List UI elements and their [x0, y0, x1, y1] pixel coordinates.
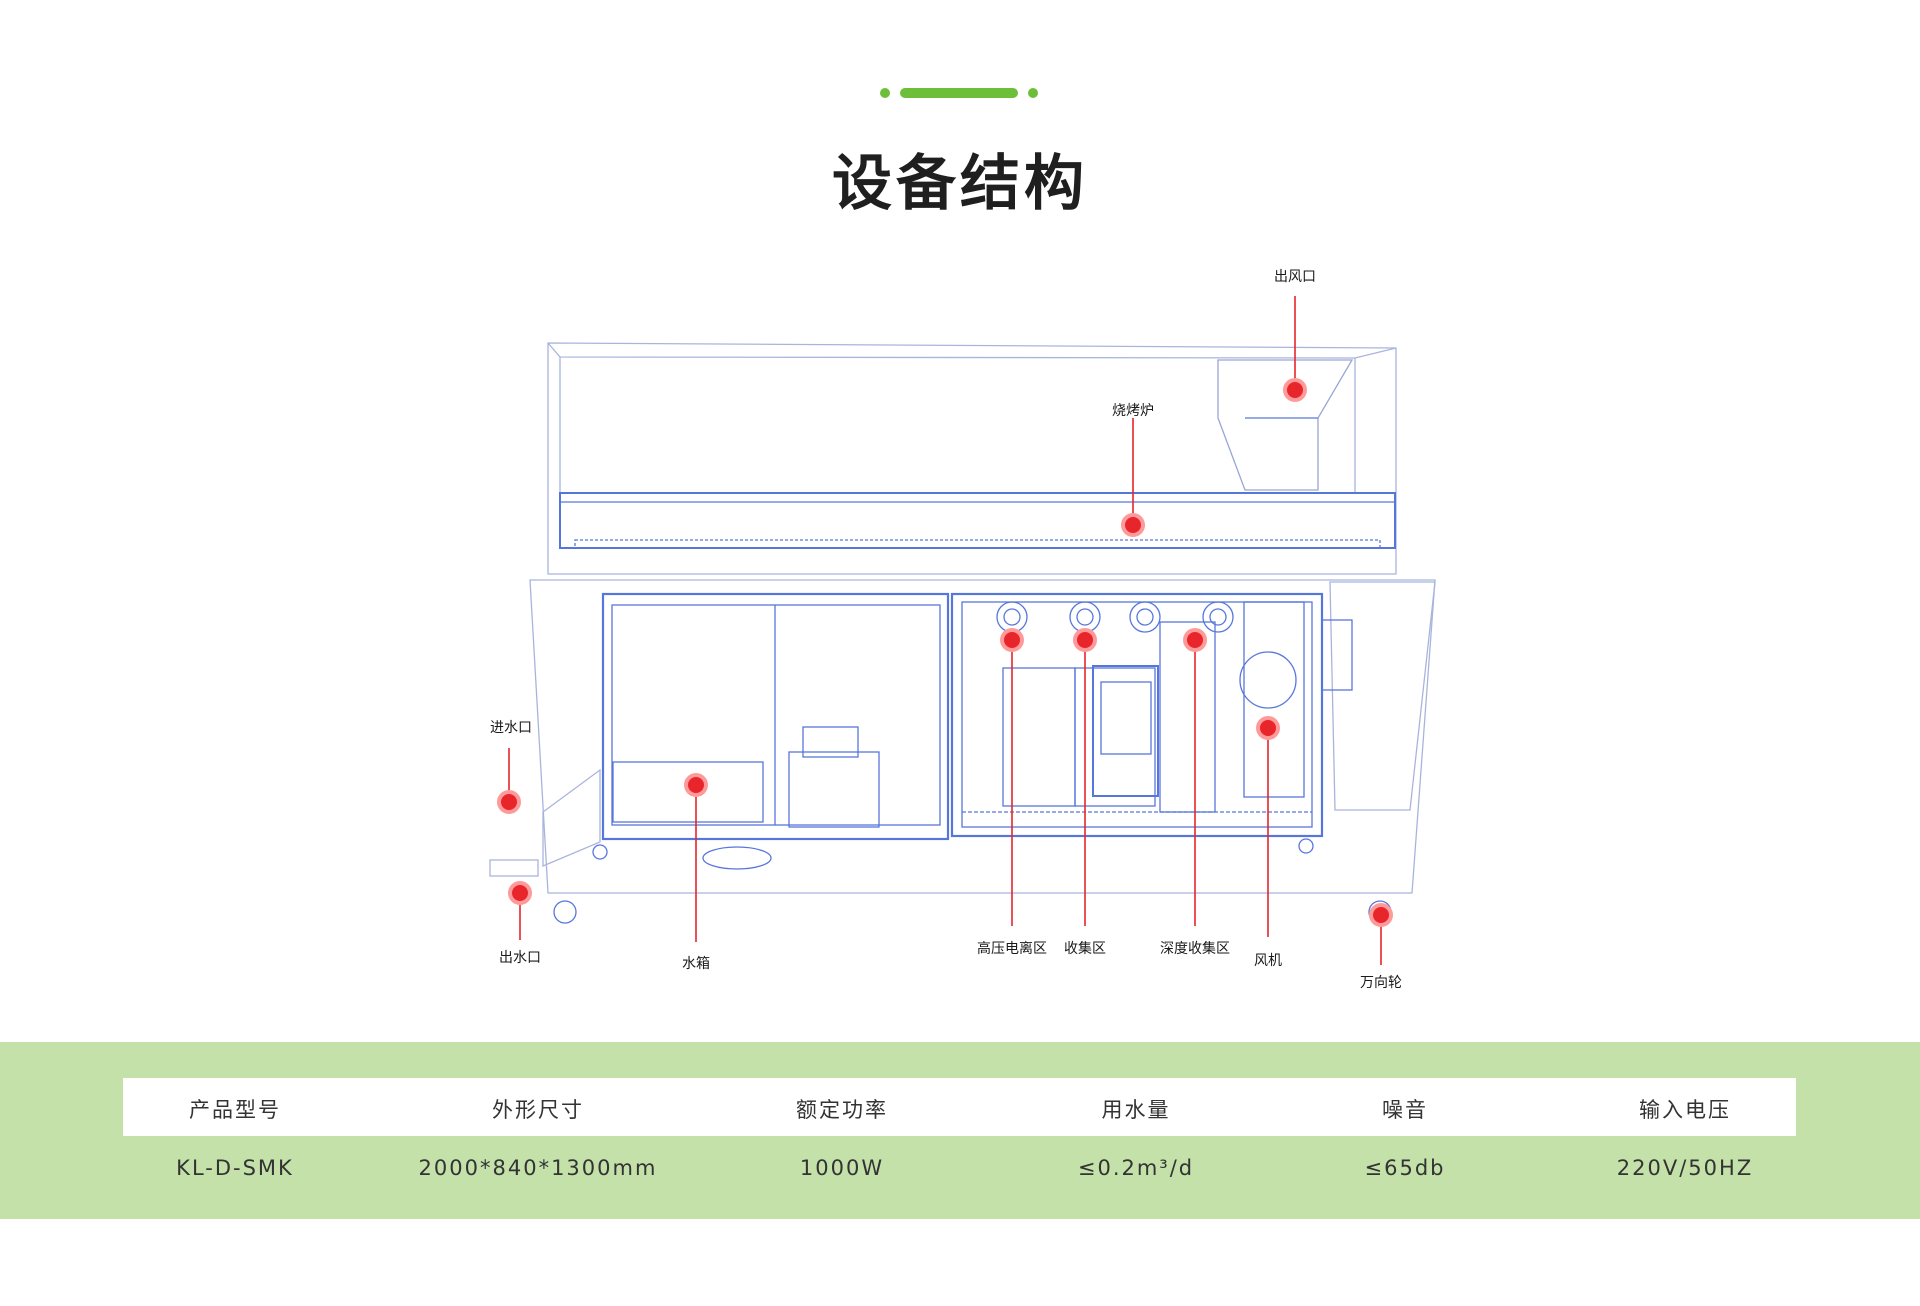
page-title: 设备结构: [832, 149, 1088, 219]
marker-collection: [1073, 628, 1097, 652]
spec-header-noise: 噪音: [1382, 1098, 1428, 1122]
spec-header-power: 额定功率: [796, 1098, 888, 1122]
spec-header-water-usage: 用水量: [1101, 1098, 1171, 1122]
spec-header-dimensions: 外形尺寸: [492, 1098, 584, 1122]
spec-value-dimensions: 2000*840*1300mm: [418, 1156, 658, 1180]
callout-hv-ionization: 高压电离区: [977, 941, 1047, 957]
callout-oven: 烧烤炉: [1112, 403, 1154, 419]
spec-value-voltage: 220V/50HZ: [1616, 1156, 1754, 1180]
spec-header-row: [123, 1078, 1796, 1136]
spec-value-water-usage: ≤0.2m³/d: [1077, 1156, 1195, 1180]
callout-air-outlet: 出风口: [1274, 269, 1316, 285]
marker-water-inlet: [497, 790, 521, 814]
machine-wireframe: [489, 342, 1436, 924]
title-decoration: [0, 88, 1920, 98]
marker-caster: [1369, 903, 1393, 927]
deco-dot-right: [1028, 88, 1038, 98]
callout-collection: 收集区: [1064, 941, 1106, 957]
spec-value-power: 1000W: [799, 1156, 885, 1180]
deco-dot-left: [880, 88, 890, 98]
deco-bar: [900, 88, 1018, 98]
equipment-diagram: [489, 296, 1436, 965]
callout-caster: 万向轮: [1360, 975, 1402, 991]
marker-air-outlet: [1283, 378, 1307, 402]
callout-water-outlet: 出水口: [499, 950, 541, 966]
marker-water-tank: [684, 773, 708, 797]
spec-value-noise: ≤65db: [1364, 1156, 1446, 1180]
callout-leaders: [508, 296, 1382, 965]
callout-deep-collection: 深度收集区: [1160, 941, 1230, 957]
callout-water-tank: 水箱: [682, 956, 710, 972]
marker-fan: [1256, 716, 1280, 740]
callout-fan: 风机: [1254, 953, 1282, 969]
marker-hv-ionization: [1000, 628, 1024, 652]
marker-water-outlet: [508, 881, 532, 905]
marker-deep-collection: [1183, 628, 1207, 652]
spec-value-model: KL-D-SMK: [176, 1156, 294, 1180]
spec-header-model: 产品型号: [189, 1098, 281, 1122]
marker-oven: [1121, 513, 1145, 537]
callout-markers: [497, 378, 1393, 927]
spec-header-voltage: 输入电压: [1639, 1098, 1731, 1122]
callout-water-inlet: 进水口: [490, 720, 532, 736]
